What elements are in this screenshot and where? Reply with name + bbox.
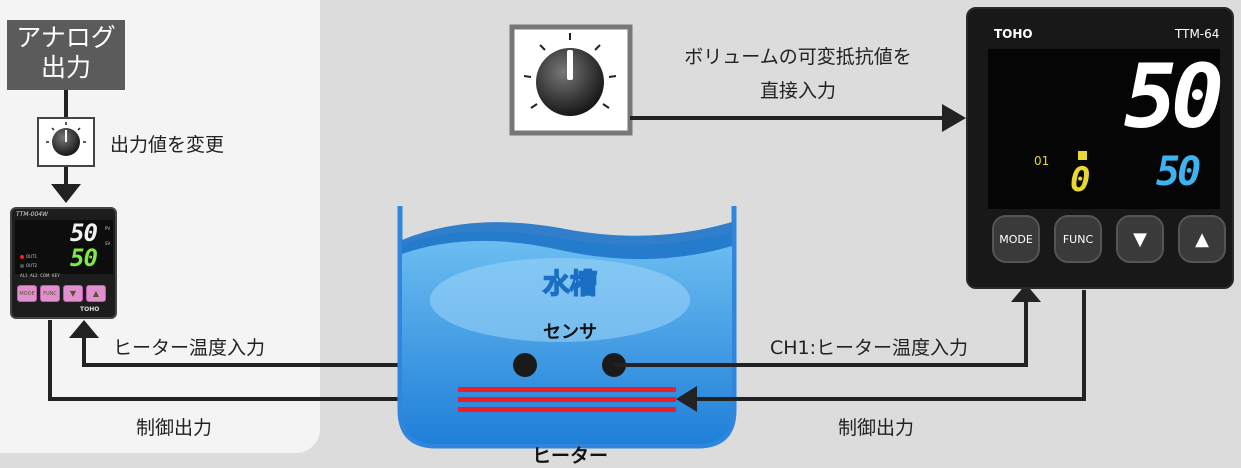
- large-controller-pv: 50: [1124, 45, 1224, 148]
- large-controller-model: TTM-64: [1175, 27, 1220, 41]
- heater-icon: [458, 387, 676, 412]
- analog-output-line2: 出力: [40, 53, 91, 82]
- analog-output-box: アナログ 出力: [7, 20, 125, 90]
- small-down-button[interactable]: ▼: [63, 285, 83, 302]
- analog-output-line1: アナログ: [16, 23, 116, 52]
- small-controller-display: [15, 220, 113, 274]
- arrow-up-small-controller: [69, 320, 99, 338]
- label-volume-input-line1: ボリュームの可変抵抗値を: [684, 46, 912, 68]
- large-controller: TOHO TTM-64 50 50 01 0 MODE FUNC ▼ ▲: [966, 7, 1234, 289]
- label-change-output: 出力値を変更: [110, 134, 225, 156]
- channel-indicator-icon: [1078, 151, 1087, 160]
- arrow-right-large-controller: [942, 104, 966, 132]
- small-controller-sv-tag: SV: [105, 241, 111, 246]
- large-controller-channel: 01: [1034, 154, 1050, 168]
- label-sensor: センサ: [543, 322, 597, 343]
- large-controller-sv: 50: [1156, 149, 1201, 195]
- label-water-tank: 水槽: [542, 268, 598, 301]
- label-ch1-heater-temp-input: CH1:ヒーター温度入力: [770, 337, 969, 359]
- arrow-left-heater: [676, 386, 697, 412]
- connector-sensor-right: [614, 300, 1028, 367]
- large-mode-button[interactable]: MODE: [992, 215, 1040, 263]
- small-controller-brand: TOHO: [80, 306, 100, 313]
- large-controller-sub-value: 0: [1070, 160, 1091, 200]
- sensor-dot-left: [513, 353, 537, 377]
- large-controller-brand: TOHO: [994, 27, 1033, 41]
- out1-led-icon: [20, 255, 24, 259]
- small-controller-buttons: MODE FUNC ▼ ▲: [17, 285, 106, 302]
- label-heater: ヒーター: [531, 445, 608, 467]
- large-down-button[interactable]: ▼: [1116, 215, 1164, 263]
- small-controller-pv: 50: [70, 219, 98, 247]
- large-func-button[interactable]: FUNC: [1054, 215, 1102, 263]
- connector-sensor-left: [82, 335, 525, 367]
- connector-control-left: [48, 320, 438, 401]
- connector-control-right: [696, 290, 1086, 401]
- label-heater-temp-input: ヒーター温度入力: [113, 337, 266, 359]
- large-knob-icon: [509, 24, 633, 136]
- large-controller-buttons: MODE FUNC ▼ ▲: [992, 215, 1226, 263]
- small-func-button[interactable]: FUNC: [40, 285, 60, 302]
- label-volume-input-line2: 直接入力: [759, 80, 836, 102]
- small-controller-out2: OUT2: [26, 263, 38, 268]
- small-controller-out1: OUT1: [26, 254, 38, 259]
- small-controller-indicators: AL1 AL2 COM KEY: [20, 273, 60, 278]
- small-controller-pv-tag: PV: [105, 226, 111, 231]
- out2-led-icon: [20, 264, 24, 268]
- label-control-output-left: 制御出力: [136, 417, 213, 439]
- small-controller: TTM-004W 50 50 PV SV OUT1 OUT2 AL1 AL2 C…: [10, 207, 117, 319]
- label-volume-input: ボリュームの可変抵抗値を 直接入力: [648, 40, 948, 108]
- arrow-up-large-controller: [1011, 284, 1041, 302]
- small-controller-sv: 50: [70, 244, 98, 272]
- small-knob-icon: [37, 117, 95, 167]
- small-up-button[interactable]: ▲: [86, 285, 106, 302]
- large-up-button[interactable]: ▲: [1178, 215, 1226, 263]
- small-mode-button[interactable]: MODE: [17, 285, 37, 302]
- small-controller-model: TTM-004W: [16, 211, 49, 218]
- label-control-output-right: 制御出力: [838, 417, 915, 439]
- large-controller-display: [988, 49, 1220, 209]
- arrow-down-controller: [51, 184, 81, 203]
